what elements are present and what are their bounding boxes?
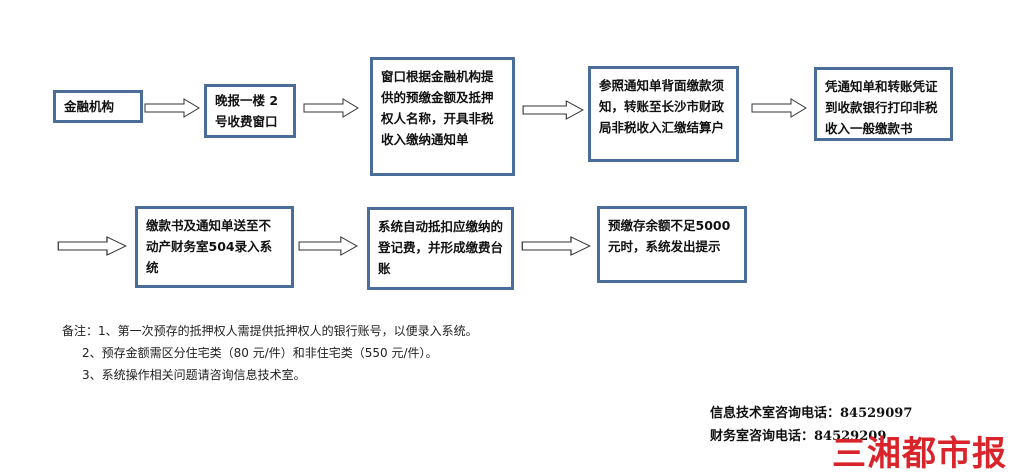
step-auto-deduct: 系统自动抵扣应缴纳的登记费，并形成缴费台账	[367, 207, 514, 290]
step-transfer: 参照通知单背面缴款须知，转账至长沙市财政局非税收入汇缴结算户	[588, 66, 739, 162]
step-low-balance-alert: 预缴存余额不足5000 元时，系统发出提示	[597, 206, 747, 283]
note-2: 2、预存金额需区分住宅类（80 元/件）和非住宅类（550 元/件）。	[82, 346, 438, 360]
step-financial-institution: 金融机构	[53, 90, 143, 123]
contact-finance: 财务室咨询电话：84529209	[710, 429, 887, 444]
arrow-right-icon	[751, 98, 807, 118]
note-3: 3、系统操作相关问题请咨询信息技术室。	[82, 368, 306, 382]
arrow-right-icon	[303, 98, 359, 118]
arrow-right-icon	[522, 100, 584, 120]
arrow-right-icon	[144, 98, 200, 118]
step-print-receipt: 凭通知单和转账凭证到收款银行打印非税收入一般缴款书	[814, 67, 953, 141]
note-1: 备注：1、第一次预存的抵押权人需提供抵押权人的银行账号，以便录入系统。	[62, 324, 478, 338]
arrow-right-icon	[57, 236, 127, 256]
step-window: 晚报一楼 2号收费窗口	[204, 84, 296, 138]
arrow-right-icon	[521, 236, 591, 256]
contact-it: 信息技术室咨询电话：84529097	[710, 406, 913, 421]
arrow-right-icon	[298, 236, 358, 256]
watermark-logo: 三湘都市报	[832, 434, 1007, 474]
step-submit-finance: 缴款书及通知单送至不动产财务室504录入系统	[135, 206, 294, 288]
contacts: 信息技术室咨询电话：84529097 财务室咨询电话：84529209	[710, 402, 912, 448]
notes: 备注：1、第一次预存的抵押权人需提供抵押权人的银行账号，以便录入系统。 2、预存…	[62, 320, 478, 386]
step-issue-notice: 窗口根据金融机构提供的预缴金额及抵押权人名称，开具非税收入缴纳通知单	[370, 57, 515, 176]
